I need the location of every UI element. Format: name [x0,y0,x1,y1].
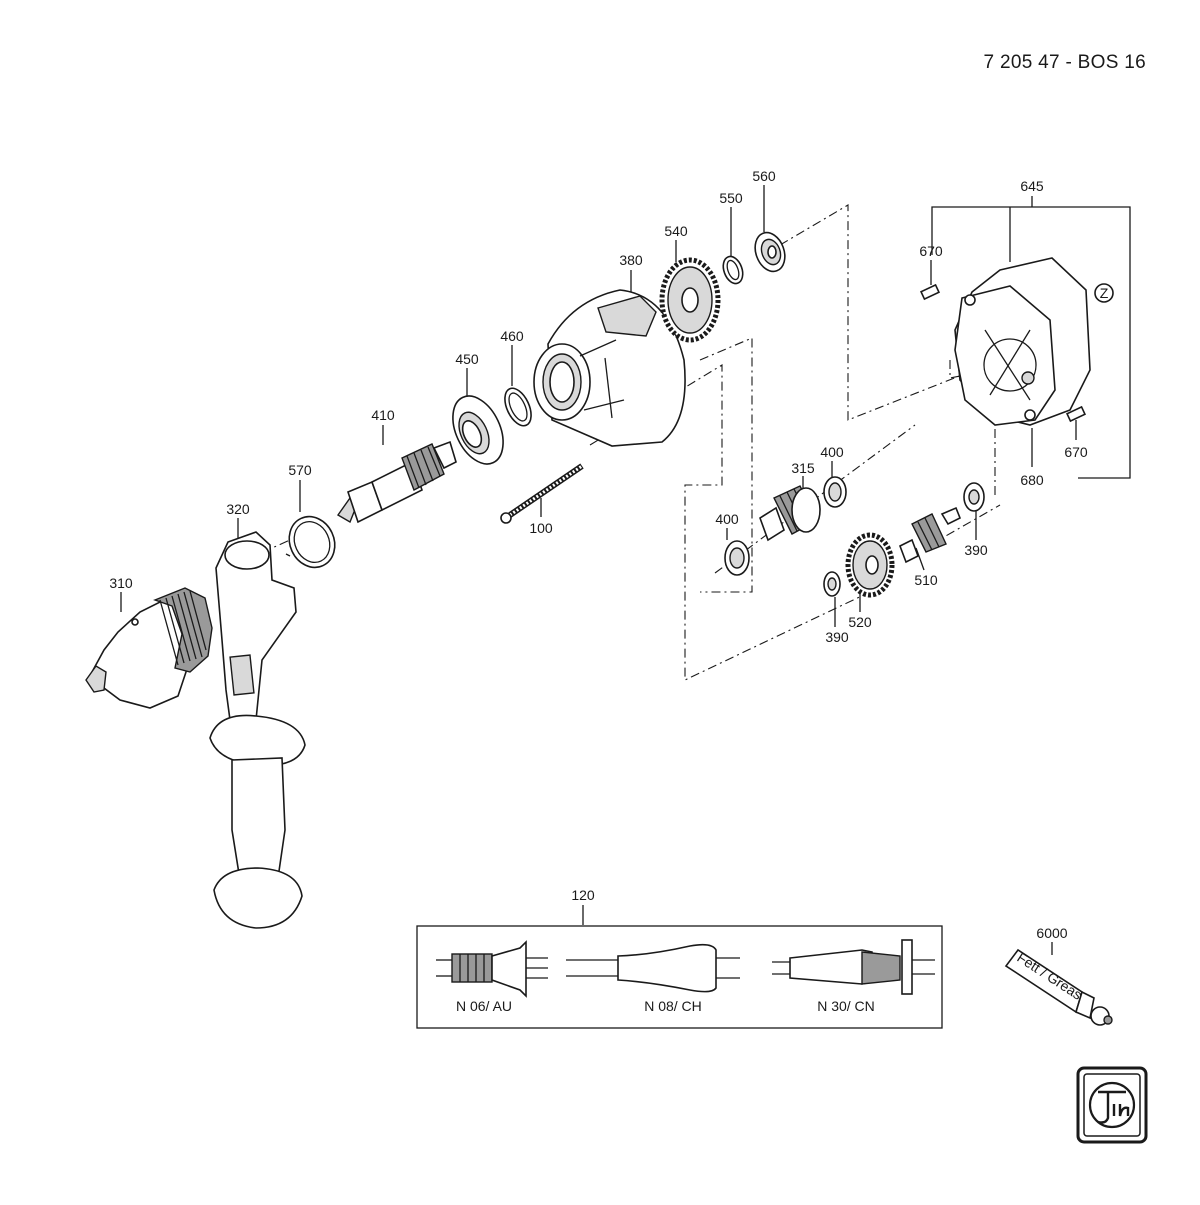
part-520-gear [845,532,895,598]
bracket-645 [931,196,1131,479]
part-460-circlip [504,387,532,427]
label-570: 570 [288,462,312,478]
part-510-pinion [898,506,962,564]
label-550: 550 [719,190,743,206]
label-645: 645 [1020,178,1044,194]
part-390-bearings [823,482,985,597]
zone-z-marker [1094,283,1114,303]
part-315-pinion [759,485,821,542]
part-410-spindle [336,440,457,524]
part-550-circlip [722,255,744,285]
part-450-bearing [452,395,504,465]
label-560: 560 [752,168,776,184]
plug-ch-icon [566,943,740,993]
label-680: 680 [1020,472,1044,488]
label-670-top: 670 [919,243,943,259]
part-380-gear-housing [533,289,686,447]
part-number-labels: 310 320 570 410 450 460 380 540 550 560 … [109,168,1108,941]
label-6000: 6000 [1036,925,1067,941]
part-670-pins [919,283,1087,423]
cable-variants-box: 120 N 06/ AU N 08/ CH N 30/ CN [416,887,943,1029]
label-410: 410 [371,407,395,423]
part-680-bearing-plate [954,257,1091,426]
part-570-ring [288,515,336,569]
label-z: Z [1100,285,1109,301]
part-560-bearing [754,231,786,273]
label-670-bottom: 670 [1064,444,1088,460]
part-540-gear [659,257,721,343]
label-450: 450 [455,351,479,367]
label-310: 310 [109,575,133,591]
plug-cn-icon [772,939,935,995]
label-390-right: 390 [964,542,988,558]
part-320-side-handle [209,531,306,929]
label-390-bottom: 390 [825,629,849,645]
document-title: 7 205 47 - BOS 16 [983,52,1146,73]
leader-lines [120,185,1077,955]
label-400-left: 400 [715,511,739,527]
cable-variant-ch: N 08/ CH [644,998,702,1014]
cable-box-label: 120 [571,887,595,903]
part-310-chuck [85,587,213,709]
label-320: 320 [226,501,250,517]
label-520: 520 [848,614,872,630]
label-315: 315 [791,460,815,476]
label-510: 510 [914,572,938,588]
cable-variant-au: N 06/ AU [456,998,512,1014]
cable-variant-cn: N 30/ CN [817,998,875,1014]
label-540: 540 [664,223,688,239]
part-400-bearings [724,476,847,576]
fein-logo [1076,1066,1148,1144]
plug-au-icon [436,940,548,998]
label-400-top: 400 [820,444,844,460]
part-6000-grease-tube: Fett / Grease [1004,948,1113,1026]
label-380: 380 [619,252,643,268]
label-460: 460 [500,328,524,344]
label-100: 100 [529,520,553,536]
part-100-screw [500,463,584,524]
